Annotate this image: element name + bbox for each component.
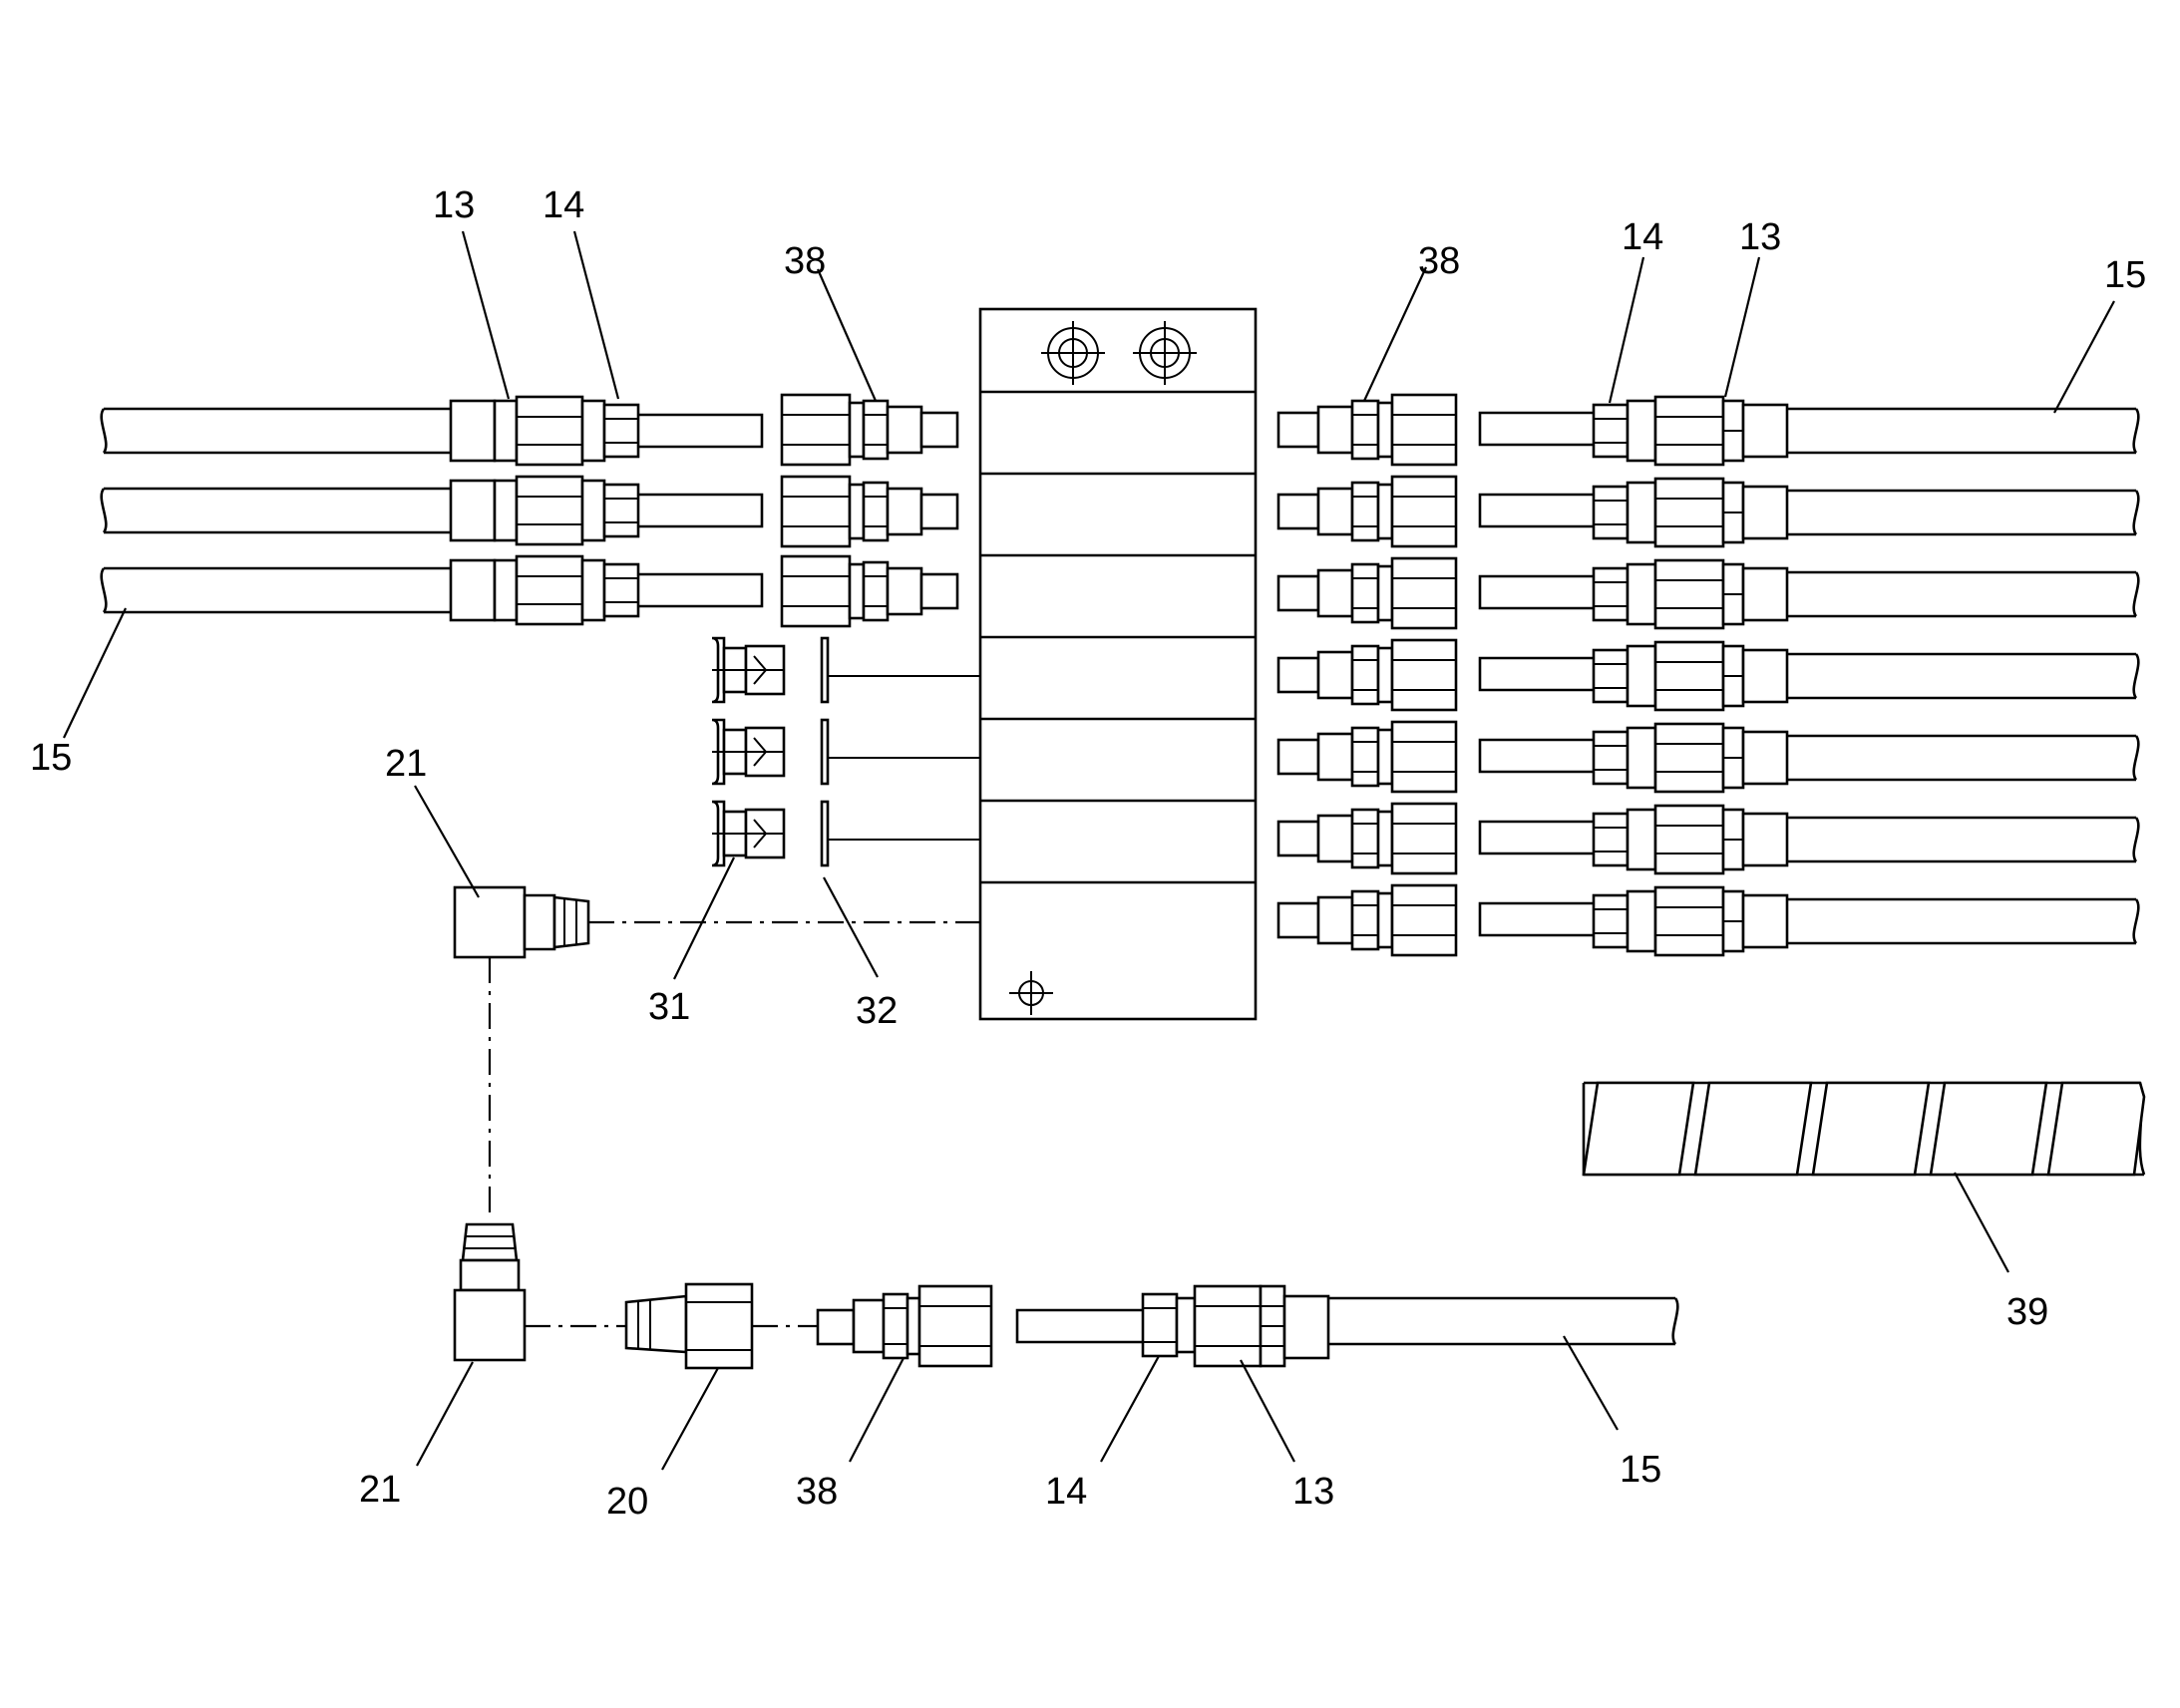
hose-assembly-bottom [1015,1284,1679,1368]
right-hose-assembly-7 [1276,883,2140,957]
callout-39: 39 [2006,1291,2048,1333]
callout-31: 31 [648,986,690,1028]
leader-lines [63,230,2115,1471]
callout-21: 21 [385,743,427,785]
plug-assembly-3 [710,800,982,867]
plug-assembly-2 [710,718,982,786]
callout-38: 38 [796,1471,838,1513]
callout-20: 20 [606,1481,648,1523]
left-hose-assembly-3 [100,554,959,628]
callout-38: 38 [784,240,826,282]
callout-15: 15 [2104,254,2146,296]
callouts: 13 14 38 38 14 13 15 15 21 31 32 39 21 2… [30,184,2146,1523]
mounting-hole-icon [1009,971,1053,1015]
right-hose-assembly-1 [1276,393,2140,467]
callout-13: 13 [1292,1471,1334,1513]
plug-assembly-1 [710,636,982,704]
callout-21: 21 [359,1469,401,1511]
right-hose-assembly-2 [1276,475,2140,548]
callout-14: 14 [543,184,584,226]
mounting-hole-icon [1041,321,1105,385]
left-hose-assembly-2 [100,475,959,548]
right-hose-assembly-6 [1276,802,2140,875]
callout-13: 13 [433,184,475,226]
callout-32: 32 [856,990,898,1032]
callout-14: 14 [1045,1471,1087,1513]
elbow-fitting-lower [453,1222,527,1362]
manifold-block [978,307,1258,1021]
connector-fitting-bottom [816,1284,993,1368]
spiral-wrap [1582,1081,2146,1177]
elbow-fitting-upper [453,885,590,959]
mounting-hole-icon [1133,321,1197,385]
right-hose-assembly-5 [1276,720,2140,794]
left-hose-assembly-1 [100,393,959,467]
callout-13: 13 [1739,216,1781,258]
right-hose-assembly-3 [1276,556,2140,630]
callout-14: 14 [1622,216,1663,258]
right-hose-assembly-4 [1276,638,2140,712]
callout-38: 38 [1418,240,1460,282]
callout-15: 15 [30,737,72,779]
callout-15: 15 [1620,1449,1661,1491]
adapter-fitting [624,1282,754,1370]
